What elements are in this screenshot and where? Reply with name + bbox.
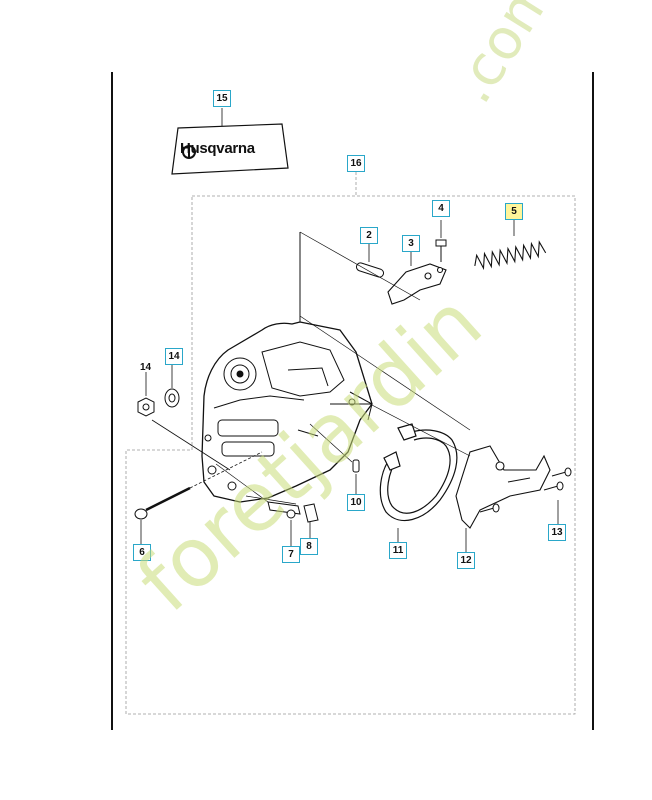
callout-6: 6 xyxy=(133,544,151,561)
callout-11: 11 xyxy=(389,542,407,559)
callout-12: 12 xyxy=(457,552,475,569)
callout-8: 8 xyxy=(300,538,318,555)
cover-details xyxy=(204,341,373,491)
label-14: 14 xyxy=(140,362,152,373)
callout-10: 10 xyxy=(347,494,365,511)
callout-14: 14 xyxy=(165,348,183,365)
cover-plate-part xyxy=(455,445,551,552)
clutch-cover-body xyxy=(201,232,373,503)
callout-4: 4 xyxy=(432,200,450,217)
callout-13: 13 xyxy=(548,524,566,541)
brand-name: Husqvarna xyxy=(180,140,255,157)
husqvarna-logo-icon xyxy=(182,145,196,159)
assembly-guide-lines xyxy=(215,231,471,505)
callout-16: 16 xyxy=(347,155,365,172)
small-pin-part xyxy=(352,459,360,494)
assembly-frame xyxy=(125,172,576,715)
brake-lever-part xyxy=(387,252,447,305)
leader-14 xyxy=(151,419,231,471)
callout-5: 5 xyxy=(505,203,523,220)
bracket-7-8-part xyxy=(267,501,319,546)
pin-part xyxy=(355,244,385,278)
callout-3: 3 xyxy=(402,235,420,252)
screw-4-part xyxy=(435,220,447,262)
callout-7: 7 xyxy=(282,546,300,563)
decal-outline xyxy=(171,108,289,175)
washer-part xyxy=(164,364,180,408)
long-bolt-part xyxy=(134,451,263,544)
spring-part xyxy=(474,220,547,271)
screws-13-part xyxy=(479,467,572,524)
nut-part xyxy=(137,372,155,417)
callout-2: 2 xyxy=(360,227,378,244)
brake-band-part xyxy=(379,423,458,544)
callout-15: 15 xyxy=(213,90,231,107)
